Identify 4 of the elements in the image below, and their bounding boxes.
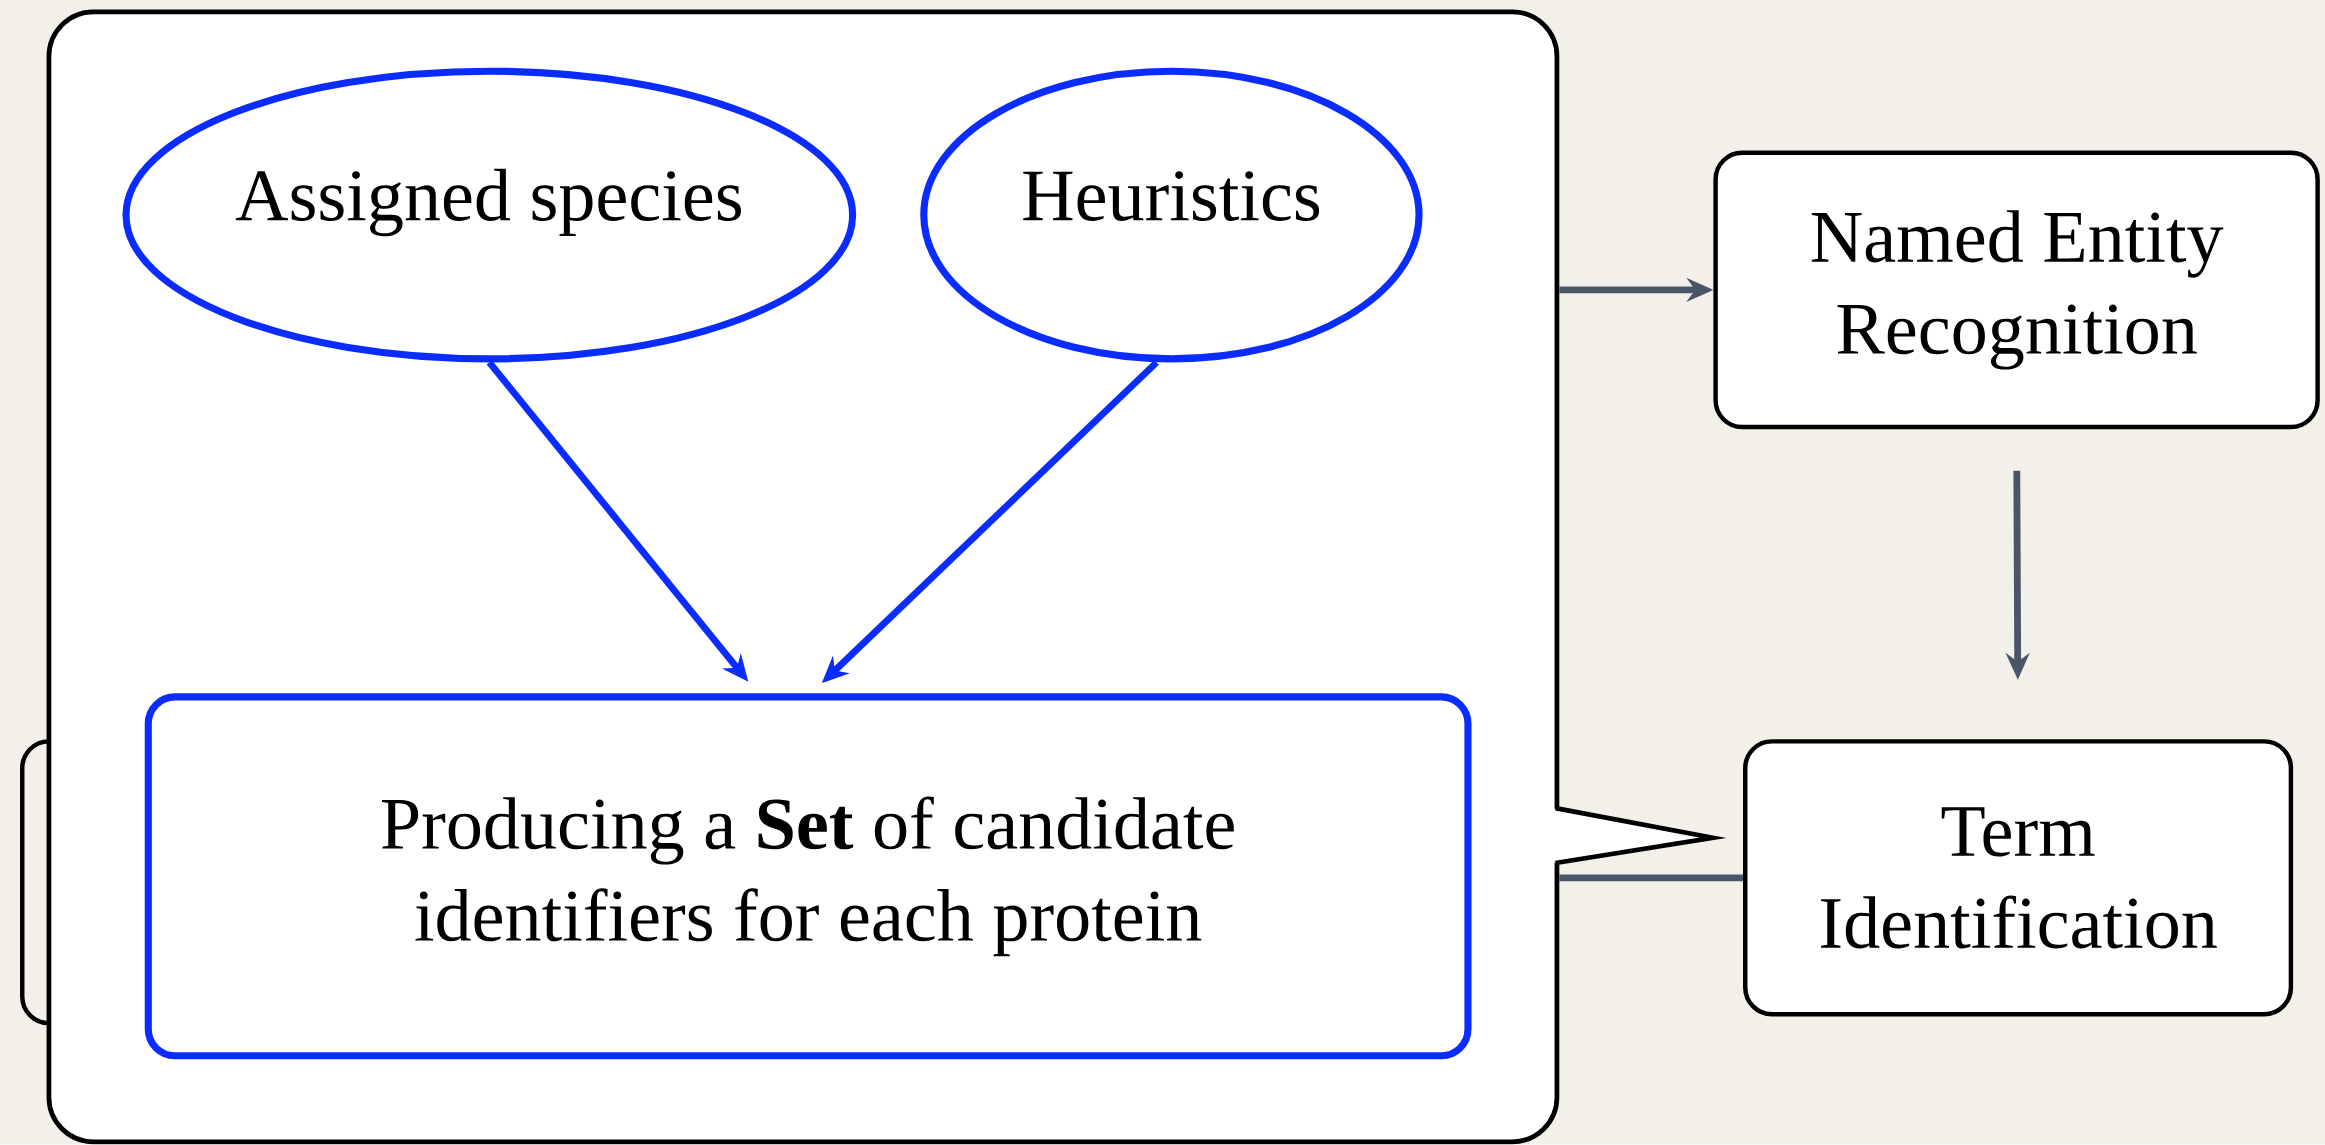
process-box: Named Entity Recognition bbox=[1713, 150, 2320, 430]
process-box: Term Identification bbox=[1743, 739, 2294, 1017]
result-box: Producing a Set of candidate identifiers for each protein bbox=[144, 693, 1472, 1060]
process-box bbox=[20, 739, 50, 1026]
